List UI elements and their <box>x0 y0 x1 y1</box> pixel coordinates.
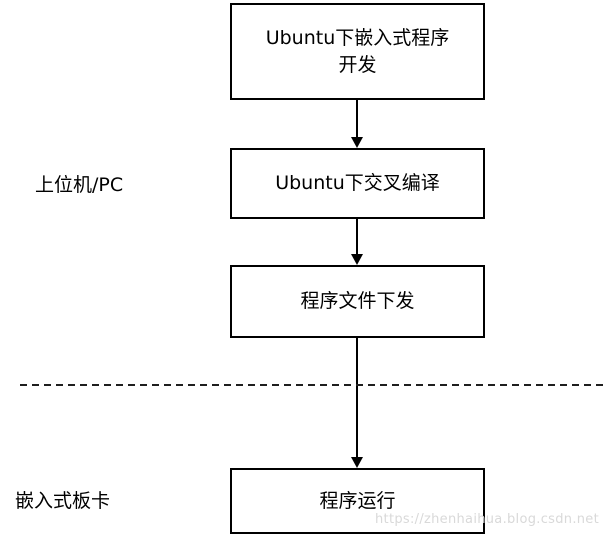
flow-box-program-run-label: 程序运行 <box>319 489 396 512</box>
flow-box-ubuntu-dev-label: Ubuntu下嵌入式程序 开发 <box>265 26 450 76</box>
zone-divider-dashed-line <box>20 384 603 386</box>
flow-box-cross-compile-label: Ubuntu下交叉编译 <box>275 172 440 195</box>
flow-box-program-run: 程序运行 <box>230 468 485 534</box>
arrow-down-icon <box>351 254 363 265</box>
arrow-down-icon <box>351 137 363 148</box>
flow-box-cross-compile: Ubuntu下交叉编译 <box>230 148 485 219</box>
flow-box-file-transfer-label: 程序文件下发 <box>300 290 415 313</box>
connector-compile-to-transfer <box>356 219 358 255</box>
flow-box-file-transfer: 程序文件下发 <box>230 265 485 338</box>
connector-dev-to-compile <box>356 100 358 138</box>
connector-transfer-to-run <box>356 338 358 458</box>
watermark-text: https://zhenhaihua.blog.csdn.net <box>375 512 599 527</box>
arrow-down-icon <box>351 457 363 468</box>
flow-box-ubuntu-dev: Ubuntu下嵌入式程序 开发 <box>230 3 485 100</box>
zone-label-embedded-board: 嵌入式板卡 <box>15 490 111 512</box>
zone-label-host-pc: 上位机/PC <box>35 174 124 196</box>
